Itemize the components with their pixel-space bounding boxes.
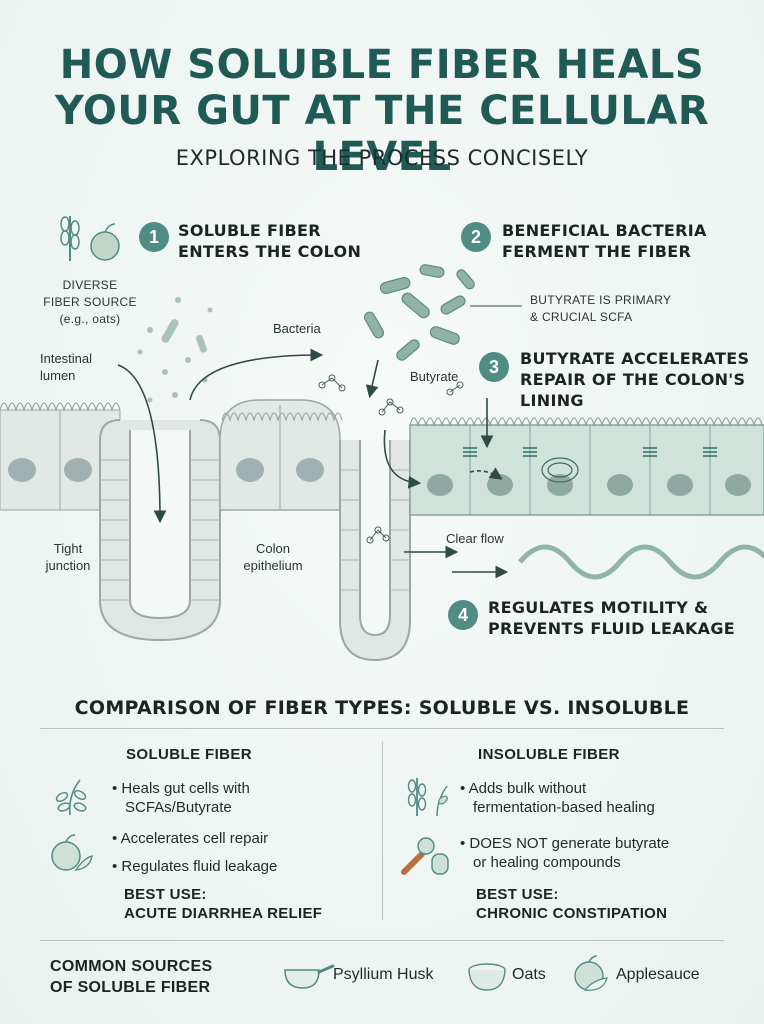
sources-heading: COMMON SOURCES OF SOLUBLE FIBER (50, 958, 213, 996)
intestinal-lumen-label: Intestinal lumen (40, 351, 93, 383)
leaf-icon (55, 779, 87, 816)
apple-slice-icon (574, 955, 608, 991)
gut-diagram (0, 264, 764, 662)
step-3-text: BUTYRATE ACCELERATES REPAIR OF THE COLON… (520, 349, 750, 410)
insoluble-bullet-2: • DOES NOT generate butyrate or healing … (460, 835, 670, 871)
butyrate-label: Butyrate (410, 369, 459, 384)
crypt-left (99, 419, 221, 642)
step-1-text: SOLUBLE FIBER ENTERS THE COLON (178, 221, 362, 261)
scoop-icon (284, 964, 335, 989)
divider-bottom (40, 940, 724, 941)
source-psyllium: Psyllium Husk (333, 966, 434, 983)
butyrate-molecules (318, 374, 464, 544)
insoluble-heading: INSOLUBLE FIBER (478, 746, 620, 763)
step-4-badge: 4 (448, 600, 478, 630)
wheat-apple-icon (60, 216, 120, 261)
comparison-title: COMPARISON OF FIBER TYPES: SOLUBLE VS. I… (74, 697, 690, 719)
bowl-icon (468, 963, 506, 991)
fiber-particles (137, 297, 213, 403)
soluble-heading: SOLUBLE FIBER (126, 746, 253, 763)
fiber-source-label: DIVERSE FIBER SOURCE (e.g., oats) (43, 278, 137, 326)
motility-wave (518, 544, 764, 580)
butyrate-note: BUTYRATE IS PRIMARY & CRUCIAL SCFA (530, 293, 672, 324)
step-1-badge: 1 (139, 222, 169, 252)
bacteria-label: Bacteria (273, 321, 321, 336)
colon-epithelium-label: Colon epithelium (243, 541, 303, 573)
soluble-bullet-1: • Heals gut cells with SCFAs/Butyrate (112, 780, 250, 816)
clear-flow-label: Clear flow (446, 531, 504, 546)
insoluble-bullet-1: • Adds bulk without fermentation-based h… (460, 780, 655, 816)
soluble-bullet-3: • Regulates fluid leakage (112, 858, 278, 875)
vegetables-icon (401, 837, 449, 875)
page-title: HOW SOLUBLE FIBER HEALS YOUR GUT AT THE … (54, 42, 710, 180)
crypt-right (339, 440, 411, 662)
page-subtitle: EXPLORING THE PROCESS CONCISELY (175, 146, 589, 170)
apple-icon (51, 834, 93, 871)
step-4-text: REGULATES MOTILITY & PREVENTS FLUID LEAK… (488, 598, 735, 638)
flow-arrows (117, 305, 522, 579)
source-applesauce: Applesauce (616, 966, 700, 983)
step-2-text: BENEFICIAL BACTERIA FERMENT THE FIBER (502, 221, 707, 261)
divider-middle (382, 742, 383, 920)
soluble-best-use: BEST USE: ACUTE DIARRHEA RELIEF (124, 886, 323, 922)
epithelium-middle (219, 399, 343, 511)
divider-top (40, 728, 724, 729)
epithelium-healed (409, 417, 764, 516)
step-2-badge: 2 (461, 222, 491, 252)
soluble-bullet-2: • Accelerates cell repair (112, 830, 269, 847)
bacteria-cluster (363, 264, 475, 361)
step-3-badge: 3 (479, 352, 509, 382)
insoluble-best-use: BEST USE: CHRONIC CONSTIPATION (476, 886, 668, 922)
tight-junction-label: Tight junction (45, 541, 91, 573)
grain-icon (407, 778, 448, 817)
source-oats: Oats (512, 966, 546, 983)
